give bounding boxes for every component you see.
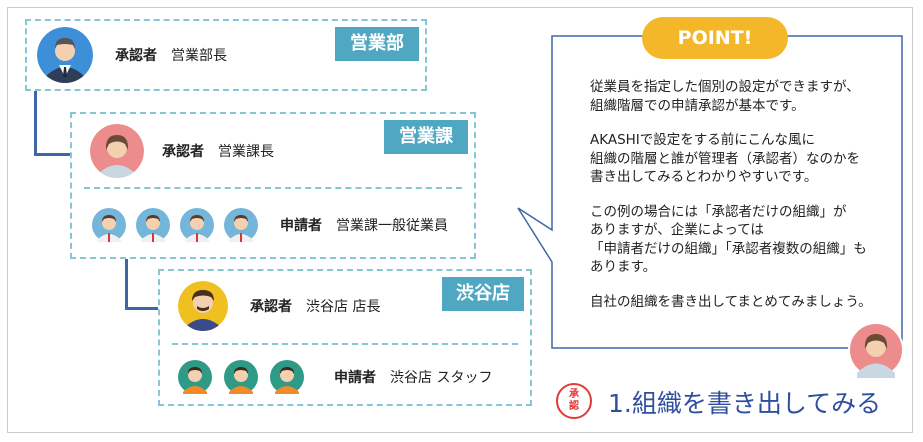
approver-name: 営業課長	[218, 144, 274, 160]
outer-frame	[7, 7, 913, 433]
approver-name: 営業部長	[171, 48, 227, 64]
connector-section-to-store-vertical	[125, 258, 128, 310]
step-title: 1.組織を書き出してみる	[608, 389, 882, 418]
approver-label: 承認者	[250, 299, 292, 315]
section-manager-avatar-icon	[90, 124, 144, 178]
callout-paragraph: 従業員を指定した個別の設定ができますが、 組織階層での申請承認が基本です。	[590, 79, 860, 114]
org-tag-sales-section: 営業課	[384, 120, 468, 154]
connector-dept-to-section-vertical	[34, 88, 37, 156]
connector-section-to-store-horizontal	[125, 307, 161, 310]
applicant-avatar-icon	[136, 208, 170, 242]
org-box-shibuya-store: 渋谷店 承認者 渋谷店 店長 申請者 渋谷店	[158, 269, 532, 406]
org-box-sales-dept: 営業部 承認者 営業部長	[25, 19, 427, 91]
staff-avatar-icon	[270, 360, 304, 394]
divider	[84, 187, 462, 189]
org-tag-sales-dept: 営業部	[335, 27, 419, 61]
manager-avatar-icon	[37, 27, 93, 83]
divider	[172, 343, 518, 345]
applicant-label: 申請者	[334, 370, 376, 386]
advisor-avatar-icon	[848, 322, 904, 378]
connector-dept-to-section-horizontal	[34, 153, 72, 156]
stamp-char: 認	[569, 401, 579, 412]
staff-avatar-icon	[224, 360, 258, 394]
store-manager-avatar-icon	[178, 281, 228, 331]
applicant-avatar-icon	[224, 208, 258, 242]
callout-paragraph: この例の場合には「承認者だけの組織」が ありますが、企業によっては 「申請者だけ…	[590, 203, 867, 276]
approval-stamp: 承 認	[556, 383, 592, 419]
applicant-label: 申請者	[280, 218, 322, 234]
callout-paragraph: AKASHIで設定をする前にこんな風に 組織の階層と誰が管理者（承認者）なのかを…	[590, 132, 860, 185]
approver-label: 承認者	[115, 48, 157, 64]
point-badge: POINT!	[642, 17, 788, 59]
callout-paragraph: 自社の組織を書き出してまとめてみましょう。	[590, 293, 872, 310]
approver-label: 承認者	[162, 144, 204, 160]
org-tag-shibuya-store: 渋谷店	[442, 277, 524, 311]
applicant-avatar-icon	[180, 208, 214, 242]
applicant-avatar-icon	[92, 208, 126, 242]
approver-name: 渋谷店 店長	[306, 299, 381, 315]
org-box-sales-section: 営業課 承認者 営業課長	[70, 112, 476, 259]
applicant-name: 渋谷店 スタッフ	[390, 370, 493, 386]
callout-text: 従業員を指定した個別の設定ができますが、 組織階層での申請承認が基本です。 AK…	[590, 78, 895, 327]
applicant-name: 営業課一般従業員	[336, 218, 448, 234]
staff-avatar-icon	[178, 360, 212, 394]
stamp-char: 承	[569, 389, 579, 400]
